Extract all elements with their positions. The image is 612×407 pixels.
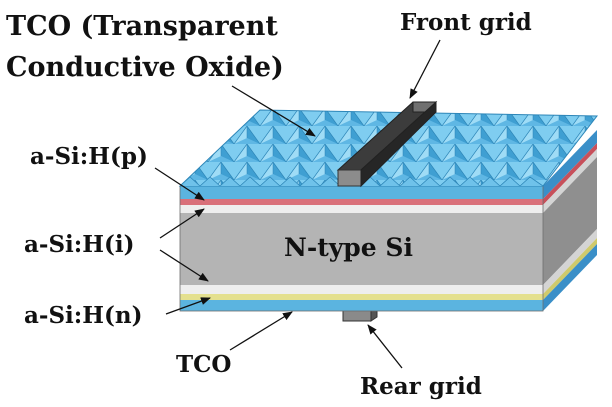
n-type-si-wafer <box>180 213 543 285</box>
a-si-i-front-layer <box>180 205 543 213</box>
arrow-a-si-i-upper <box>159 208 205 239</box>
tco-rear-layer <box>180 300 543 311</box>
arrow-a-si-i-lower <box>159 249 209 282</box>
arrow-a-si-n <box>165 297 211 315</box>
arrow-tco-bottom <box>229 311 293 351</box>
front-grid-contact <box>336 100 438 188</box>
annotation-arrows <box>154 39 441 369</box>
arrow-tco-top <box>231 85 316 137</box>
front-grid-label: Front grid <box>400 9 532 36</box>
tco-label-line1: TCO (Transparent <box>6 11 278 42</box>
a-si-p-label: a-Si:H(p) <box>30 143 148 170</box>
right-side-layer-stack <box>543 130 597 311</box>
rear-grid-label: Rear grid <box>360 373 482 400</box>
a-si-i-rear-layer <box>180 285 543 294</box>
front-layer-stack <box>179 185 544 312</box>
a-si-i-label: a-Si:H(i) <box>24 231 135 258</box>
arrow-rear-grid <box>367 324 403 369</box>
tco-bottom-label: TCO <box>176 351 231 378</box>
a-si-n-layer <box>180 294 543 300</box>
arrow-a-si-p <box>154 167 205 201</box>
tco-label-line2: Conductive Oxide) <box>6 52 284 83</box>
arrow-front-grid <box>409 39 441 99</box>
n-type-si-label: N-type Si <box>284 233 413 262</box>
a-si-n-label: a-Si:H(n) <box>24 302 143 329</box>
a-si-p-layer <box>180 199 543 205</box>
tco-front-layer <box>180 186 543 199</box>
